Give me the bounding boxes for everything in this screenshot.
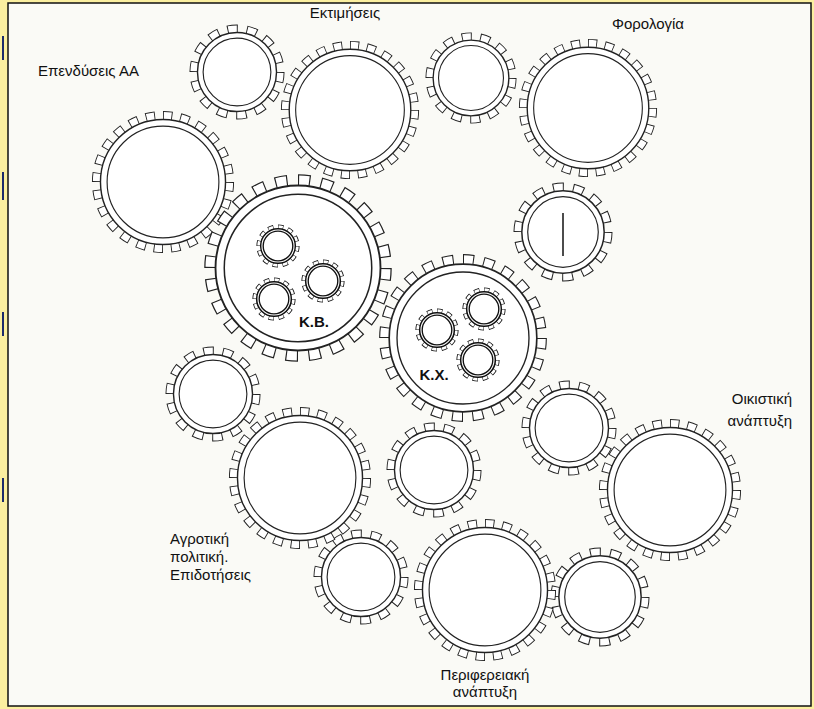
margin-mark [2,36,4,60]
gear-label: Κ.Χ. [419,366,448,384]
gear-shape [524,44,651,171]
label-holder: Κ.Β. [299,313,329,331]
gear-shape [319,535,404,620]
label-holder: Οικιστική ανάπτυξη [692,388,792,432]
label-holder: Επενδύσεις ΑΑ [38,62,139,80]
gear-node: Κ.Χ. [378,253,548,423]
inner-gear [304,262,341,299]
gear-shape [212,182,385,355]
gear-shape [195,30,280,115]
gear-shape [392,428,477,513]
label-holder: Εκτιμήσεις [310,4,380,22]
gear-shape [386,261,540,415]
gear-shape [430,37,511,118]
gear-shape [556,553,644,641]
gear-label: Επενδύσεις ΑΑ [38,62,139,80]
gear-node: Κ.Β. [203,173,393,363]
label-holder: Περιφερειακή ανάπτυξη [425,666,545,700]
gear-shape [235,413,366,544]
gear-node: Οικιστική ανάπτυξη [598,418,742,562]
gear-shape [98,117,229,248]
inner-gear [418,311,455,348]
inner-gear [459,341,496,378]
gear-node: Αγροτική πολιτική. Επιδοτήσεις [228,406,372,550]
gear-node: Εκτιμήσεις [280,40,420,180]
gear-shape [605,425,736,556]
gear-label: Εκτιμήσεις [310,4,380,22]
label-holder: Κ.Χ. [419,366,448,384]
gear-label: Οικιστική ανάπτυξη [692,388,792,432]
label-holder: Φορολογία [612,15,684,33]
inner-gear [259,227,296,264]
margin-mark [2,312,4,336]
gear-label: Περιφερειακή ανάπτυξη [425,666,545,700]
gear-outline [203,173,393,363]
gear-outline [518,38,658,178]
frame-panel [8,3,811,706]
gear-shape [519,188,607,276]
inner-gear [465,290,502,327]
gear-shape [420,525,551,656]
gear-mark [562,213,564,256]
label-holder: Αγροτική πολιτική. Επιδοτήσεις [170,530,265,584]
gear-outline [378,253,548,423]
margin-mark [2,478,4,502]
gear-label: Αγροτική πολιτική. Επιδοτήσεις [170,530,265,584]
gear-label: Κ.Β. [299,313,329,331]
gear-node: Φορολογία [518,38,658,178]
gear-outline [280,40,420,180]
gear-label: Φορολογία [612,15,684,33]
inner-gear [255,280,292,317]
gear-shape [171,352,256,437]
gear-outline [228,406,372,550]
gear-outline [598,418,742,562]
gear-shape [527,386,612,471]
gear-shape [286,46,413,173]
gear-outline [413,518,557,662]
margin-mark [2,172,4,200]
gear-node: Περιφερειακή ανάπτυξη [413,518,557,662]
